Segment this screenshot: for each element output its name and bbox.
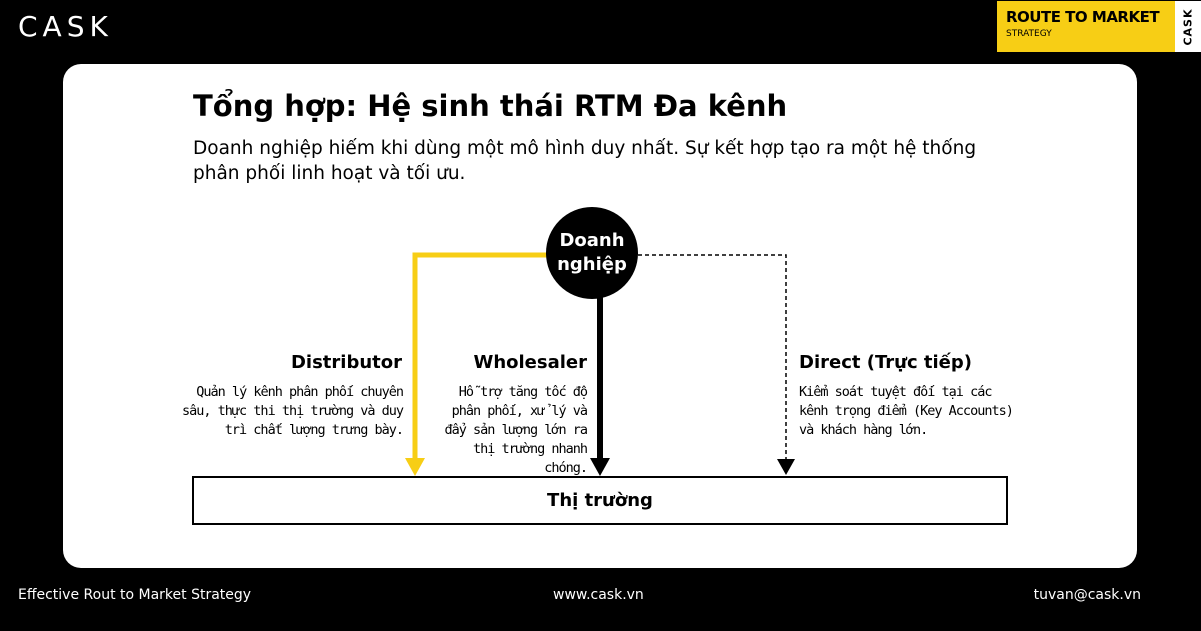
badge-side-label: CASK	[1181, 7, 1195, 46]
badge-subtitle: STRATEGY	[1006, 29, 1052, 39]
wholesaler-description: Hỗ trợ tăng tốc độ phân phối, xử lý và đ…	[444, 384, 588, 476]
distributor-title: Distributor	[290, 352, 402, 373]
footer-website-link[interactable]: www.cask.vn	[553, 587, 644, 603]
footer-tagline: Effective Rout to Market Strategy	[18, 587, 252, 603]
enterprise-node-label: Doanh nghiệp	[557, 230, 627, 275]
badge-side: CASK	[1175, 1, 1201, 52]
route-to-market-badge: ROUTE TO MARKET STRATEGY CASK	[997, 1, 1201, 52]
direct-arrowhead	[777, 459, 795, 475]
slide-subtitle: Doanh nghiệp hiếm khi dùng một mô hình d…	[193, 138, 977, 184]
distributor-arrowhead	[405, 458, 425, 476]
distributor-connector	[412, 252, 553, 462]
badge-title: ROUTE TO MARKET	[1006, 8, 1160, 26]
flow-diagram	[405, 252, 795, 476]
badge-main: ROUTE TO MARKET STRATEGY	[997, 1, 1175, 52]
content-card: Tổng hợp: Hệ sinh thái RTM Đa kênh Doanh…	[63, 64, 1137, 568]
cask-logo: CASK	[18, 10, 113, 43]
market-label: Thị trường	[547, 490, 653, 511]
wholesaler-arrowhead	[590, 458, 610, 476]
wholesaler-title: Wholesaler	[473, 352, 587, 373]
enterprise-node: Doanh nghiệp	[546, 207, 638, 299]
direct-connector	[638, 254, 787, 462]
slide-title: Tổng hợp: Hệ sinh thái RTM Đa kênh	[193, 89, 788, 123]
direct-title: Direct (Trực tiếp)	[799, 352, 972, 373]
direct-description: Kiểm soát tuyệt đối tại các kênh trọng đ…	[799, 384, 1014, 438]
market-box: Thị trường	[192, 476, 1008, 525]
distributor-description: Quản lý kênh phân phối chuyên sâu, thực …	[182, 384, 404, 438]
footer-email-link[interactable]: tuvan@cask.vn	[1033, 587, 1141, 603]
